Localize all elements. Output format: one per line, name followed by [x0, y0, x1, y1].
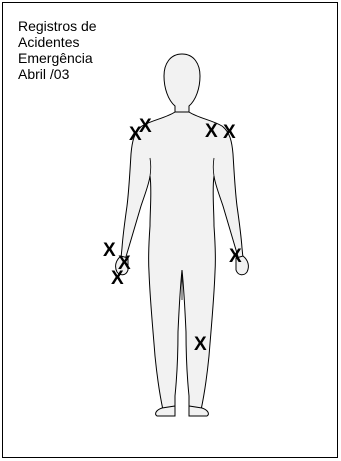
injury-mark-right-shoulder-2: X	[223, 122, 236, 143]
injury-mark-right-knee: X	[194, 334, 207, 355]
injury-mark-right-hand: X	[229, 246, 242, 267]
injury-mark-left-shoulder-2: X	[139, 116, 152, 137]
torso-legs	[121, 112, 243, 412]
left-foot	[156, 406, 175, 416]
injury-mark-right-shoulder-1: X	[205, 121, 218, 142]
injury-mark-left-hand-2: X	[111, 268, 124, 289]
human-figure	[116, 54, 249, 416]
head	[164, 54, 200, 114]
right-foot	[189, 406, 208, 416]
injury-mark-left-wrist: X	[103, 240, 116, 261]
